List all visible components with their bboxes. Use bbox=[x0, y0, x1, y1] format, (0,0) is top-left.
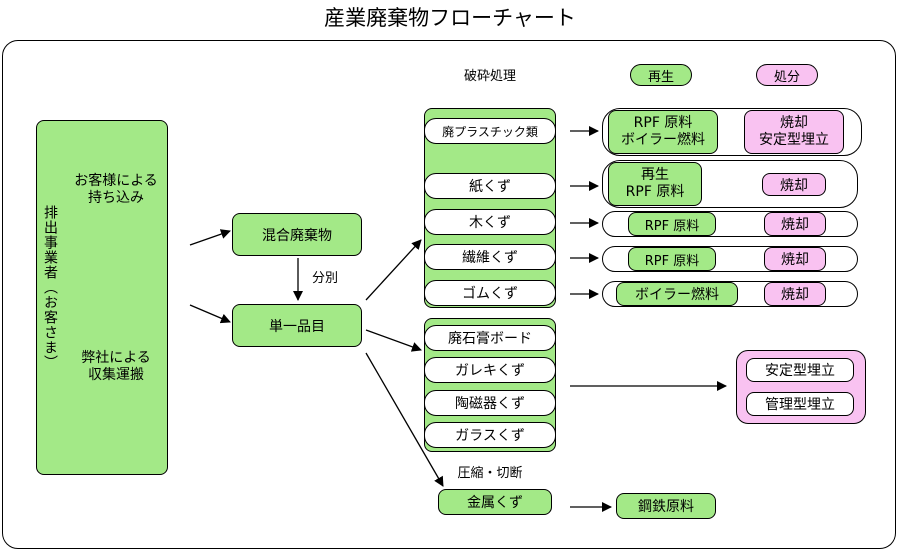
sort-label: 分別 bbox=[311, 270, 338, 286]
disposal-output-textile: 焼却 bbox=[764, 247, 826, 271]
recycle-output-rubber: ボイラー燃料 bbox=[616, 282, 738, 306]
landfill-item-gypsum: 廃石膏ボード bbox=[424, 325, 556, 351]
collected-line1: 弊社による bbox=[81, 349, 151, 366]
single-item-box: 単一品目 bbox=[232, 304, 362, 347]
recycle-output-textile: RPF 原料 bbox=[628, 247, 716, 271]
recycle-output-paper-line2: RPF 原料 bbox=[625, 184, 685, 200]
source-vertical-label: 排出事業者（お客さま） bbox=[42, 205, 58, 370]
arrow-brought-to-mixed bbox=[189, 229, 231, 246]
brought-in-label: お客様による 持ち込み bbox=[66, 170, 166, 210]
landfill-item-glass: ガラスくず bbox=[424, 422, 556, 448]
recycle-output-plastic-line2: ボイラー燃料 bbox=[621, 132, 705, 148]
disposal-output-plastic-line1: 焼却 bbox=[780, 114, 808, 131]
crush-item-plastic: 廃プラスチック類 bbox=[424, 118, 556, 144]
collected-label: 弊社による 収集運搬 bbox=[66, 347, 166, 387]
collected-line2: 収集運搬 bbox=[88, 367, 144, 383]
crush-item-rubber: ゴムくず bbox=[424, 280, 556, 306]
source-box bbox=[36, 120, 168, 475]
arrow-collected-to-single bbox=[189, 304, 231, 324]
recycle-output-paper: 再生 RPF 原料 bbox=[608, 162, 702, 206]
disposal-output-wood: 焼却 bbox=[764, 212, 826, 236]
metal-waste-box: 金属くず bbox=[438, 489, 552, 515]
steel-material-box: 鋼鉄原料 bbox=[616, 493, 716, 519]
brought-in-line1: お客様による bbox=[74, 172, 158, 189]
recycle-output-plastic: RPF 原料 ボイラー燃料 bbox=[608, 110, 718, 154]
crush-item-paper: 紙くず bbox=[424, 173, 556, 199]
crush-process-label: 破砕処理 bbox=[463, 68, 516, 84]
disposal-output-plastic: 焼却 安定型埋立 bbox=[744, 110, 844, 154]
legend-disposal: 処分 bbox=[756, 64, 818, 86]
disposal-output-plastic-line2: 安定型埋立 bbox=[759, 132, 829, 148]
brought-in-line2: 持ち込み bbox=[88, 190, 144, 206]
landfill-output-managed: 管理型埋立 bbox=[746, 392, 854, 416]
recycle-output-paper-line1: 再生 bbox=[641, 166, 669, 183]
landfill-item-ceramic: 陶磁器くず bbox=[424, 390, 556, 416]
crush-item-wood: 木くず bbox=[424, 209, 556, 235]
arrow-single-to-crush bbox=[365, 239, 422, 301]
mixed-waste-box: 混合廃棄物 bbox=[232, 213, 362, 256]
page-title: 産業廃棄物フローチャート bbox=[324, 6, 576, 30]
disposal-output-rubber: 焼却 bbox=[764, 282, 826, 306]
recycle-output-plastic-line1: RPF 原料 bbox=[633, 114, 693, 131]
landfill-item-rubble: ガレキくず bbox=[424, 357, 556, 383]
arrow-single-to-metal bbox=[365, 352, 444, 487]
crush-item-textile: 繊維くず bbox=[424, 244, 556, 270]
landfill-output-stable: 安定型埋立 bbox=[746, 358, 854, 382]
recycle-output-wood: RPF 原料 bbox=[628, 212, 716, 236]
arrow-single-to-landfill bbox=[365, 329, 422, 352]
compress-cut-label: 圧縮・切断 bbox=[457, 465, 523, 481]
disposal-output-paper: 焼却 bbox=[762, 173, 826, 196]
legend-recycle: 再生 bbox=[630, 64, 692, 86]
